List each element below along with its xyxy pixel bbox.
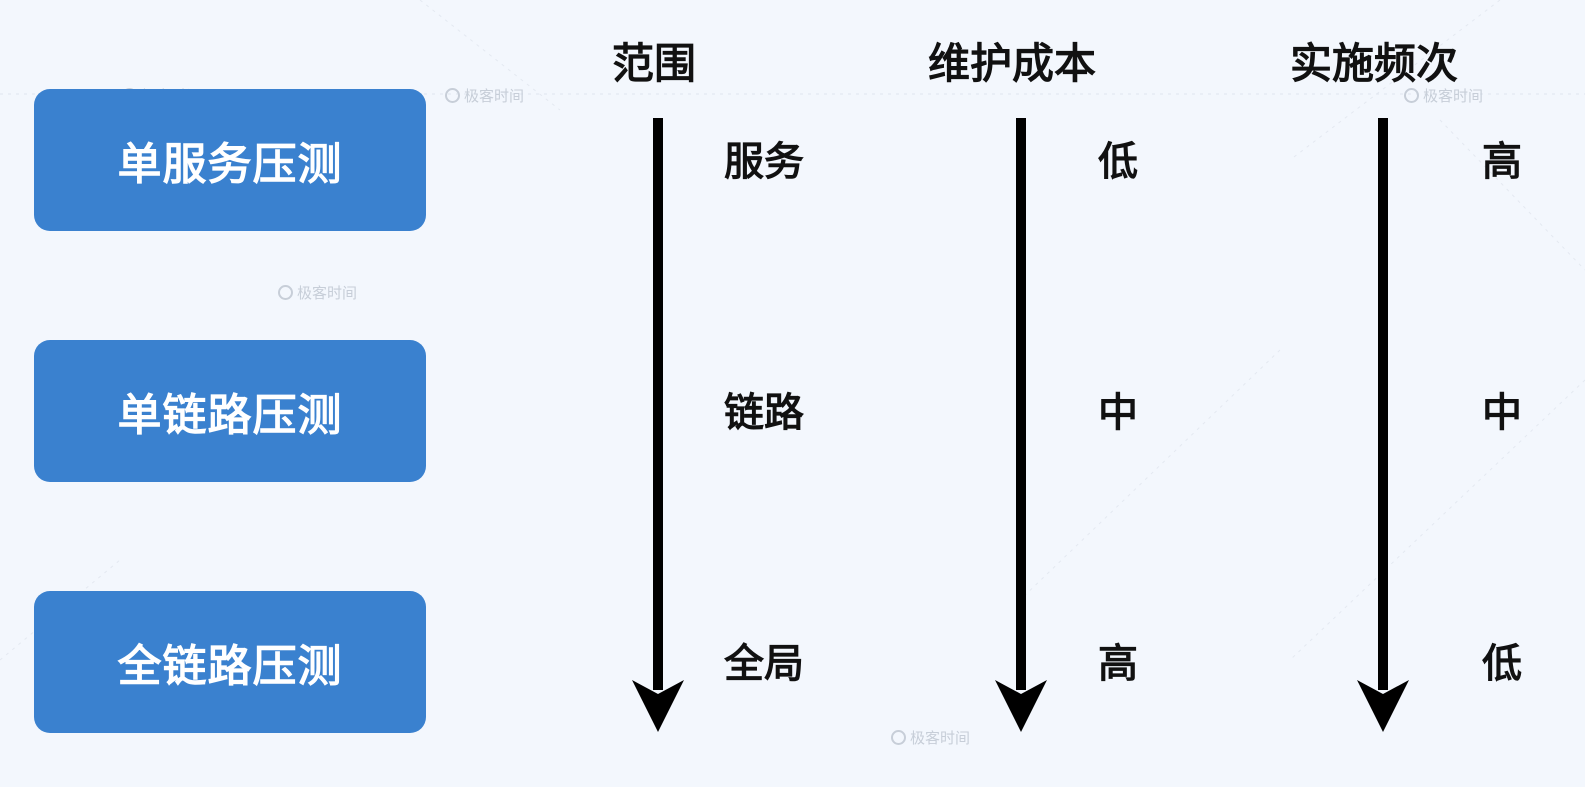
box-full-link-stress-test: 全链路压测 [34,591,426,733]
frequency-value: 中 [1482,390,1522,436]
header-frequency: 实施频次 [1290,39,1459,88]
arrow-down-cost [995,118,1047,732]
cost-value: 高 [1098,641,1138,687]
cost-value: 中 [1098,390,1138,436]
scope-value: 服务 [724,139,804,185]
box-single-service-stress-test: 单服务压测 [34,89,426,231]
watermark-icon [1404,88,1419,103]
watermark-icon [278,285,293,300]
cost-value: 低 [1098,139,1138,185]
arrow-down-scope [632,118,684,732]
box-single-link-stress-test: 单链路压测 [34,340,426,482]
watermark-logo: 极客时间 [278,282,357,303]
header-scope: 范围 [612,39,697,88]
scope-value: 全局 [724,641,804,687]
watermark-logo: 极客时间 [891,727,970,748]
watermark-logo: 极客时间 [445,85,524,106]
arrow-down-frequency [1357,118,1409,732]
watermark-logo: 极客时间 [1404,85,1483,106]
frequency-value: 低 [1482,641,1522,687]
scope-value: 链路 [724,390,804,436]
watermark-icon [891,730,906,745]
header-maintenance-cost: 维护成本 [928,39,1097,88]
frequency-value: 高 [1482,139,1522,185]
watermark-icon [445,88,460,103]
